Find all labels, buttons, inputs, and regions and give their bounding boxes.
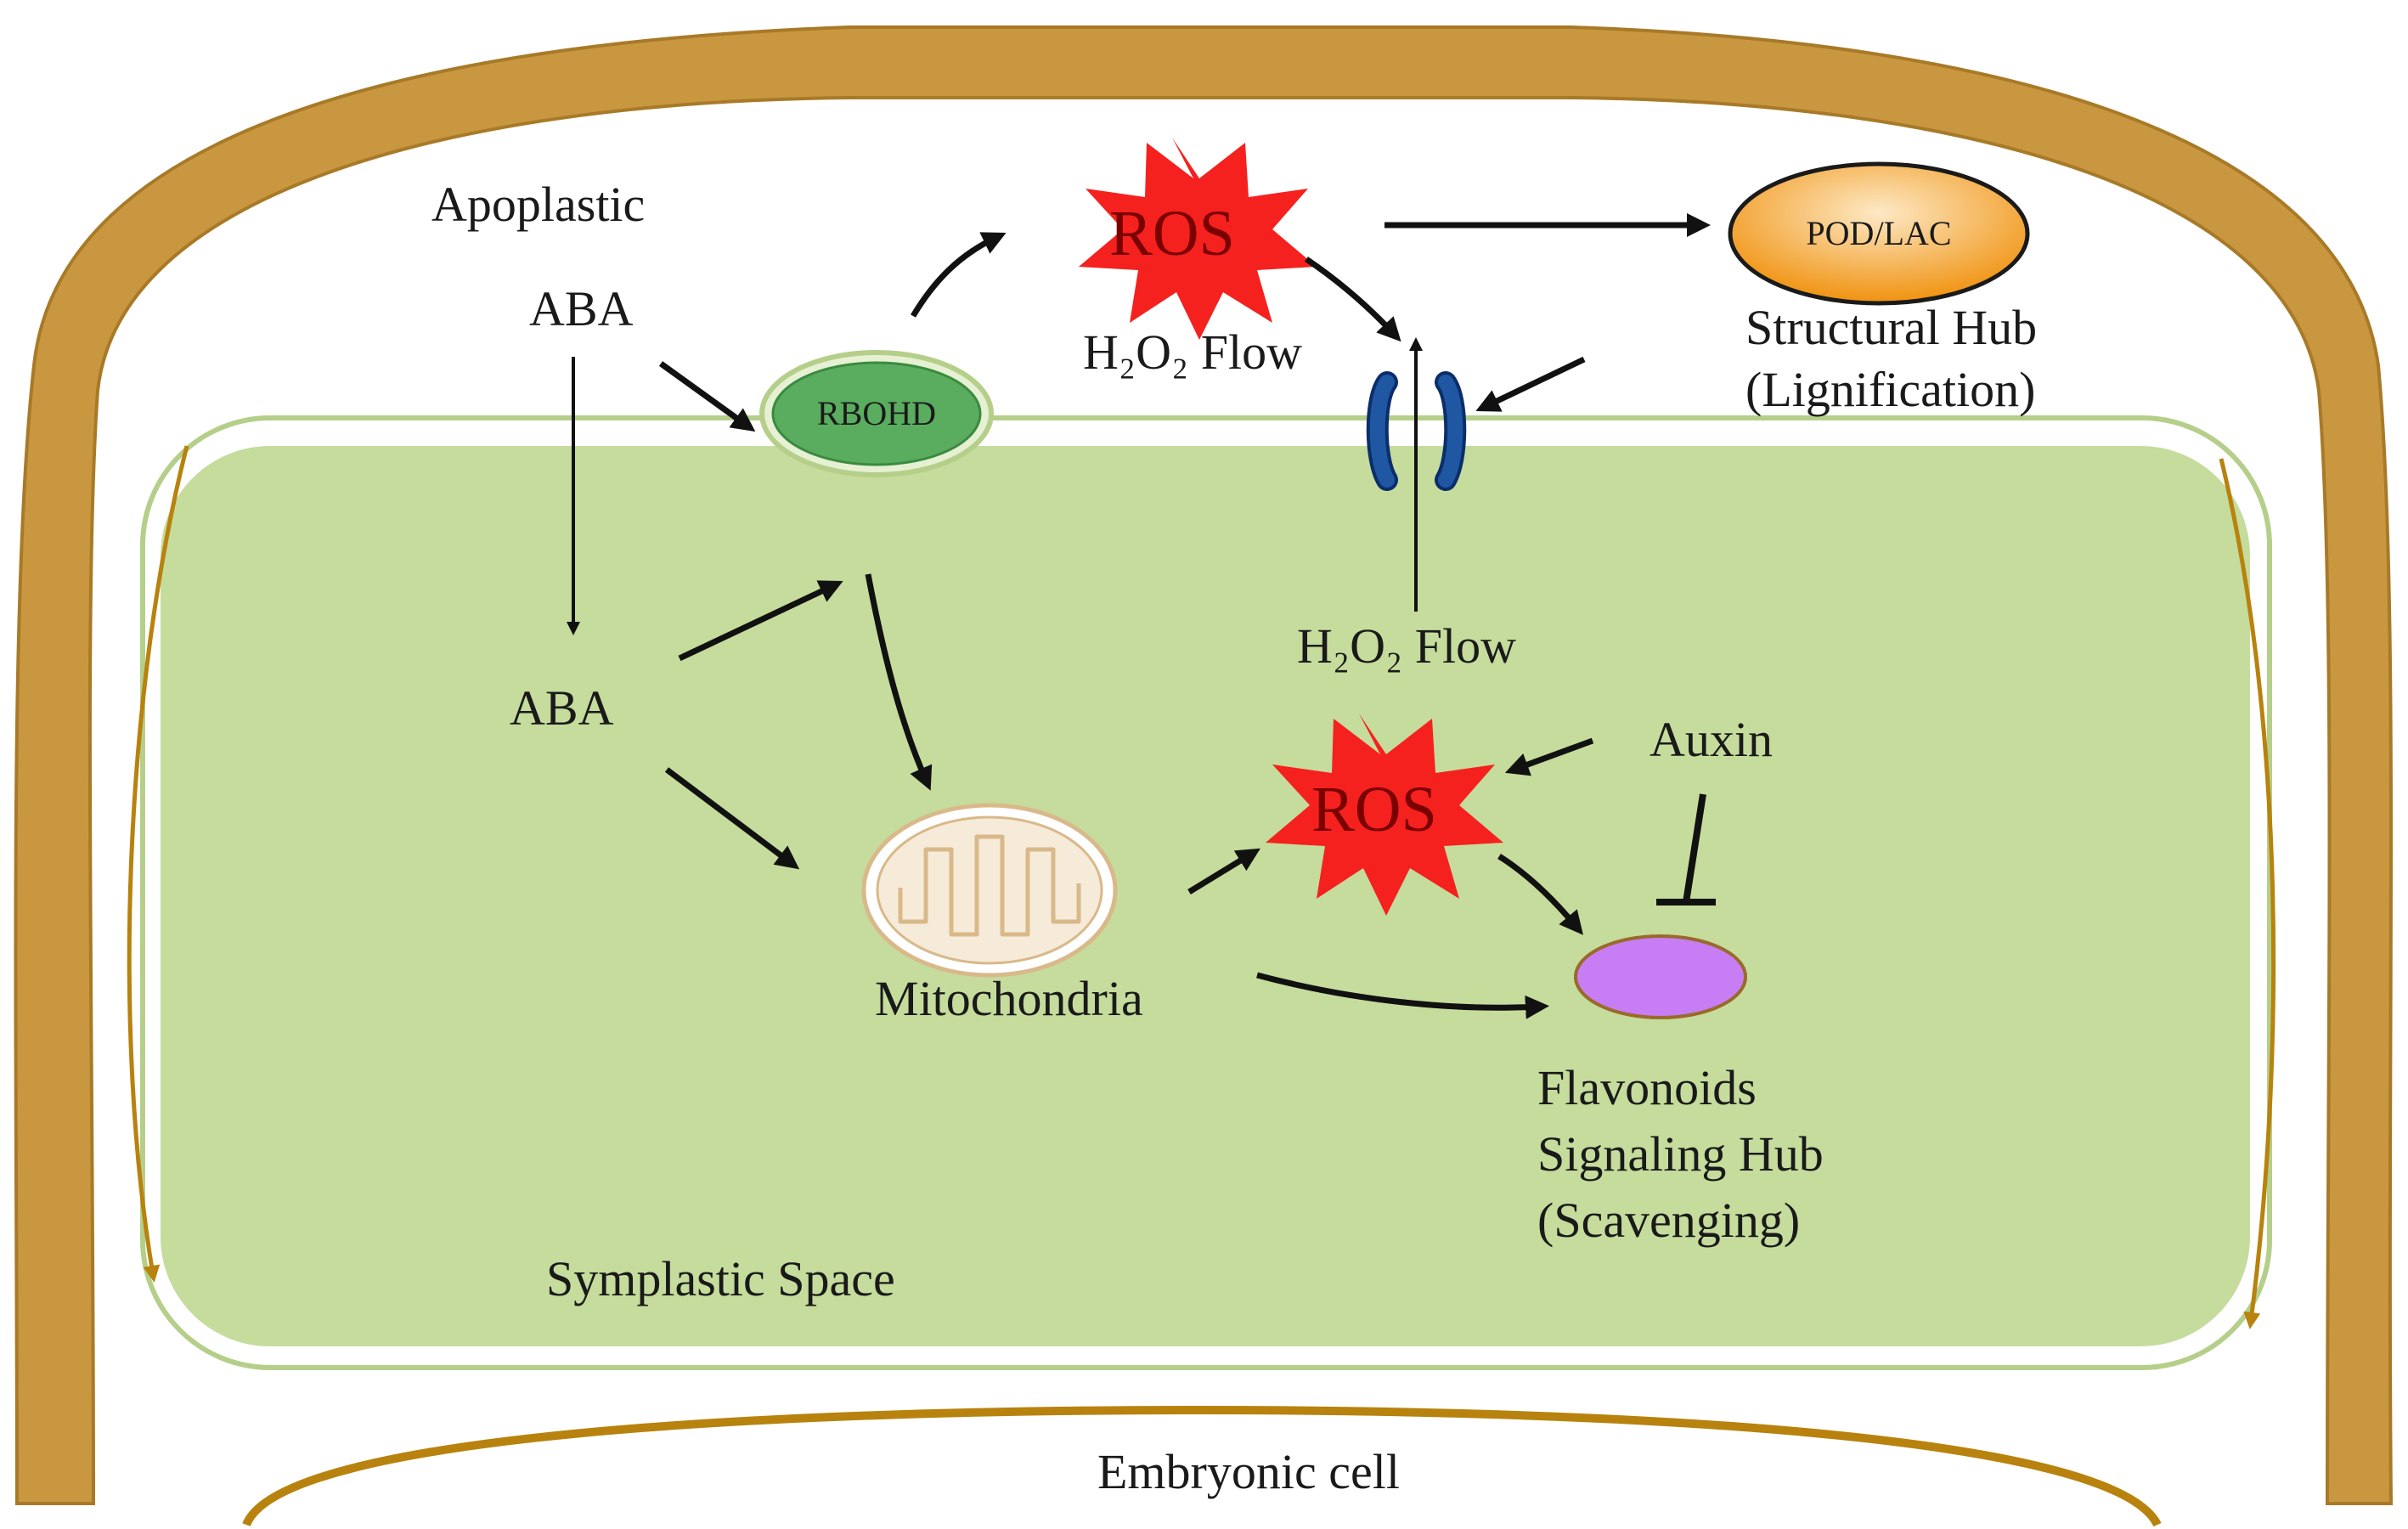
embryonic-cell-label: Embryonic cell (1097, 1444, 1400, 1499)
flavonoid-ellipse (1574, 934, 1747, 1019)
rbohd-enzyme (771, 361, 982, 466)
signaling-hub-label: Signaling Hub (1537, 1126, 1824, 1182)
h2o2-flow-mid-label: H₂O₂ Flow (1297, 618, 1516, 674)
auxin-inhibition (1656, 793, 1716, 906)
mitochondria-organelle (861, 803, 1118, 978)
arrow-ros-flav (1497, 854, 1583, 935)
arrow-aba-mito (664, 767, 800, 870)
auxin-label: Auxin (1650, 712, 1773, 767)
arrow-into-channel (1475, 356, 1586, 412)
aba-inner-label: ABA (510, 680, 614, 736)
left-wall-arrow (127, 445, 189, 1283)
right-wall-arrow (2219, 458, 2276, 1329)
pod-lac-label: POD/LAC (1806, 214, 1951, 252)
arrow-ros-channel (1305, 257, 1401, 342)
mitochondria-label: Mitochondria (875, 971, 1143, 1026)
arrow-mito-ros (1187, 848, 1260, 894)
arrow-mito-flav (1256, 972, 1549, 1019)
symplastic-space-label: Symplastic Space (546, 1251, 895, 1306)
ros-top-label: ROS (1109, 198, 1235, 269)
bottom-wall-arc (242, 1405, 2162, 1527)
cytoplasm (155, 441, 2255, 1351)
pathway-arrows (567, 213, 1711, 1019)
cell-wall (14, 25, 2394, 1505)
arrow-to-mito (865, 573, 933, 791)
rbohd-label: RBOHD (817, 394, 936, 432)
ros-burst-top (1079, 138, 1317, 340)
pod-lac-ellipse (1728, 161, 2030, 306)
apoplastic-label: Apoplastic (431, 177, 645, 232)
structural-hub-label: Structural Hub (1745, 300, 2037, 355)
h2o2-flow-top-label: H₂O₂ Flow (1083, 324, 1302, 380)
ros-burst-mid (1266, 714, 1503, 916)
flavonoids-label: Flavonoids (1537, 1060, 1757, 1115)
ros-mid-label: ROS (1311, 774, 1437, 845)
arrow-aba-rbohd (658, 361, 756, 432)
arrow-aba-up (678, 580, 843, 662)
arrow-rbohd-ros (910, 232, 1007, 318)
aba-outer-label: ABA (529, 281, 634, 336)
scavenging-label: (Scavenging) (1537, 1193, 1800, 1248)
lignification-label: (Lignification) (1745, 362, 2035, 417)
arrow-auxin-ros (1504, 737, 1594, 776)
membrane-channel (1366, 371, 1467, 491)
